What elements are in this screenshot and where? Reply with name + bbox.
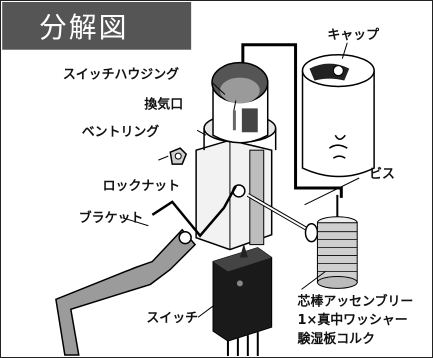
screw-label: ビス bbox=[369, 166, 395, 182]
switch-housing bbox=[195, 61, 277, 251]
switch-housing-label: スイッチハウジング bbox=[63, 67, 179, 83]
wire bbox=[241, 43, 343, 198]
vent-label: 換気口 bbox=[144, 96, 183, 112]
bracket bbox=[55, 228, 197, 356]
cap-label: キャップ bbox=[327, 28, 379, 43]
cap bbox=[301, 53, 375, 178]
lock-nut-label: ロックナット bbox=[103, 179, 180, 194]
bracket-label: ブラケット bbox=[79, 210, 144, 226]
diagram-title: 分解図 bbox=[39, 11, 128, 44]
lock-nut bbox=[169, 147, 188, 165]
vent-ring-label: ベントリング bbox=[82, 124, 160, 140]
switch-label: スイッチ bbox=[146, 311, 198, 326]
assembly-label-line3: 験湿板コルク bbox=[298, 331, 375, 347]
title-banner: 分解図 bbox=[2, 1, 192, 50]
core-rod-assembly bbox=[316, 194, 358, 289]
switch bbox=[212, 243, 273, 357]
leader-lines bbox=[122, 42, 360, 318]
assembly-label-line2: 1×真中ワッシャー bbox=[298, 312, 408, 328]
assembly-label-line1: 芯棒アッセンブリー bbox=[298, 293, 414, 309]
